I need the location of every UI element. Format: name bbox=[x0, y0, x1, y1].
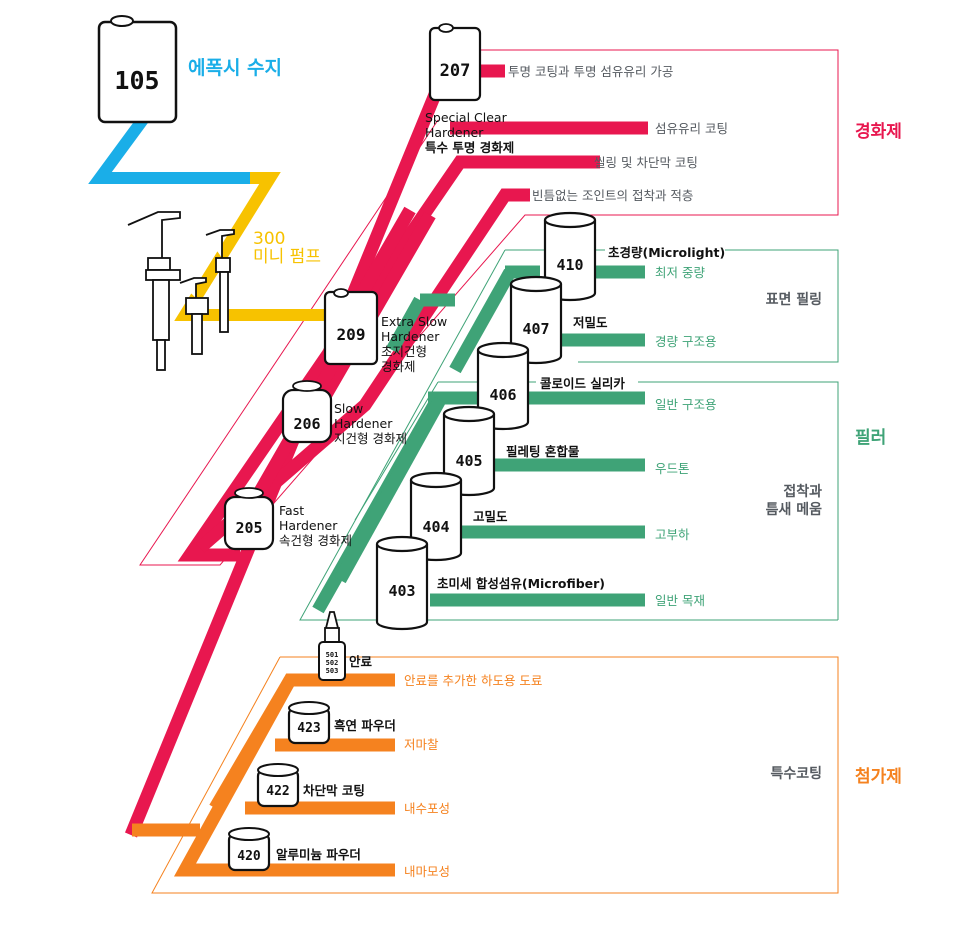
svg-text:Extra Slow: Extra Slow bbox=[381, 314, 447, 329]
additive-420-can-icon: 420 bbox=[227, 827, 271, 872]
svg-text:Hardener: Hardener bbox=[334, 416, 393, 431]
svg-text:초지건형: 초지건형 bbox=[381, 344, 427, 359]
filler-404-name: 고밀도 bbox=[473, 509, 508, 524]
svg-text:경화제: 경화제 bbox=[381, 359, 416, 374]
pump-label: 미니 펌프 bbox=[253, 247, 321, 267]
svg-text:407: 407 bbox=[522, 320, 549, 338]
svg-text:205: 205 bbox=[235, 519, 262, 537]
svg-text:503: 503 bbox=[326, 667, 339, 675]
svg-text:403: 403 bbox=[388, 582, 415, 600]
filler-403-use: 일반 목재 bbox=[655, 593, 705, 608]
hardener-uses: 투명 코팅과 투명 섬유유리 가공 섬유유리 코팅 씰링 및 차단막 코팅 빈틈… bbox=[508, 64, 728, 203]
additive-uses: 안료를 추가한 하도용 도료 저마찰 내수포성 내마모성 bbox=[404, 673, 542, 879]
pump-product-number: 300 bbox=[253, 229, 285, 249]
svg-text:501: 501 bbox=[326, 651, 339, 659]
additive-420-use: 내마모성 bbox=[404, 864, 450, 879]
additive-422-name: 차단막 코팅 bbox=[303, 783, 365, 798]
hardener-206-can-icon: 206 bbox=[281, 380, 333, 444]
filler-404-use: 고부하 bbox=[655, 527, 690, 542]
filler-406-use: 일반 구조용 bbox=[655, 397, 716, 412]
filler-405-name: 필레팅 혼합물 bbox=[506, 444, 580, 459]
hardener-209-can-icon: 209 bbox=[323, 288, 379, 366]
svg-text:105: 105 bbox=[114, 66, 159, 95]
pigment-bottle-icon: 501 502 503 bbox=[318, 611, 346, 681]
hardener-use-1: 투명 코팅과 투명 섬유유리 가공 bbox=[508, 64, 673, 79]
hardener-206-label: Slow Hardener 지건형 경화제 bbox=[334, 401, 407, 446]
filler-403-cylinder-icon: 403 bbox=[375, 535, 429, 631]
mini-pump-icon bbox=[127, 211, 235, 371]
additive-422-use: 내수포성 bbox=[404, 801, 450, 816]
hardener-207-can-icon: 207 bbox=[428, 23, 482, 102]
svg-text:특수 투명 경화제: 특수 투명 경화제 bbox=[425, 140, 514, 155]
resin-line bbox=[88, 106, 250, 184]
svg-text:404: 404 bbox=[422, 518, 449, 536]
filler-405-cylinder-icon: 405 bbox=[442, 405, 496, 497]
svg-text:410: 410 bbox=[556, 256, 583, 274]
hardener-205-can-icon: 205 bbox=[223, 487, 275, 551]
hardener-lines bbox=[124, 64, 648, 838]
filler-group-fairing-label: 표면 필링 bbox=[766, 291, 822, 308]
filler-407-use: 경량 구조용 bbox=[655, 334, 716, 349]
svg-text:Hardener: Hardener bbox=[425, 125, 484, 140]
filler-names: 초경량(Microlight) 저밀도 콜로이드 실리카 필레팅 혼합물 고밀도… bbox=[437, 244, 725, 591]
filler-407-name: 저밀도 bbox=[573, 315, 608, 330]
filler-403-name: 초미세 합성섬유(Microfiber) bbox=[437, 576, 605, 591]
additive-names: 안료 흑연 파우더 차단막 코팅 알루미늄 파우더 bbox=[276, 654, 396, 862]
svg-text:Hardener: Hardener bbox=[279, 518, 338, 533]
svg-text:406: 406 bbox=[489, 386, 516, 404]
filler-group-bonding-label-2: 틈새 메움 bbox=[766, 502, 823, 518]
svg-text:420: 420 bbox=[237, 849, 261, 864]
filler-410-name: 초경량(Microlight) bbox=[608, 245, 725, 260]
filler-405-use: 우드톤 bbox=[655, 461, 690, 476]
filler-uses: 최저 중량 경량 구조용 일반 구조용 우드톤 고부하 일반 목재 bbox=[655, 265, 716, 608]
svg-text:422: 422 bbox=[266, 784, 289, 799]
svg-text:206: 206 bbox=[293, 415, 320, 433]
filler-410-use: 최저 중량 bbox=[655, 265, 705, 280]
additive-420-name: 알루미늄 파우더 bbox=[276, 847, 361, 862]
svg-text:405: 405 bbox=[455, 452, 482, 470]
svg-text:Hardener: Hardener bbox=[381, 329, 440, 344]
hardener-205-label: Fast Hardener 속건형 경화제 bbox=[279, 503, 352, 548]
resin-label: 에폭시 수지 bbox=[188, 57, 282, 79]
svg-text:지건형 경화제: 지건형 경화제 bbox=[334, 431, 407, 446]
hardener-use-4: 빈틈없는 조인트의 접착과 적층 bbox=[532, 188, 693, 203]
hardener-use-3: 씰링 및 차단막 코팅 bbox=[594, 155, 698, 170]
filler-406-name: 콜로이드 실리카 bbox=[540, 376, 625, 391]
filler-407-cylinder-icon: 407 bbox=[509, 275, 563, 365]
additive-423-name: 흑연 파우더 bbox=[334, 718, 396, 733]
filler-group-bonding-label-1: 접착과 bbox=[783, 483, 822, 500]
svg-text:207: 207 bbox=[440, 61, 471, 81]
additive-423-use: 저마찰 bbox=[404, 737, 439, 752]
hardener-category-label: 경화제 bbox=[855, 122, 902, 142]
svg-text:209: 209 bbox=[337, 325, 366, 344]
svg-text:속건형 경화제: 속건형 경화제 bbox=[279, 533, 352, 548]
additive-423-can-icon: 423 bbox=[287, 701, 331, 745]
hardener-209-label: Extra Slow Hardener 초지건형 경화제 bbox=[381, 314, 447, 374]
additive-group-label: 특수코팅 bbox=[770, 765, 822, 782]
pump-line bbox=[174, 172, 330, 321]
additive-category-label: 첨가제 bbox=[855, 766, 902, 787]
additive-pigment-name: 안료 bbox=[349, 654, 373, 669]
svg-text:423: 423 bbox=[297, 721, 320, 736]
additive-lines bbox=[132, 673, 395, 877]
filler-lines bbox=[312, 265, 645, 614]
filler-category-label: 필러 bbox=[855, 428, 886, 448]
svg-text:Fast: Fast bbox=[279, 503, 304, 518]
additive-422-can-icon: 422 bbox=[256, 763, 300, 808]
resin-105-can-icon: 105 bbox=[97, 15, 178, 124]
additive-pigment-use: 안료를 추가한 하도용 도료 bbox=[404, 673, 542, 688]
svg-text:Slow: Slow bbox=[334, 401, 363, 416]
svg-text:502: 502 bbox=[326, 659, 339, 667]
hardener-207-label: Special Clear Hardener 특수 투명 경화제 bbox=[425, 110, 514, 155]
svg-text:Special Clear: Special Clear bbox=[425, 110, 508, 125]
hardener-use-2: 섬유유리 코팅 bbox=[655, 121, 728, 136]
additive-group-outline bbox=[151, 656, 839, 894]
